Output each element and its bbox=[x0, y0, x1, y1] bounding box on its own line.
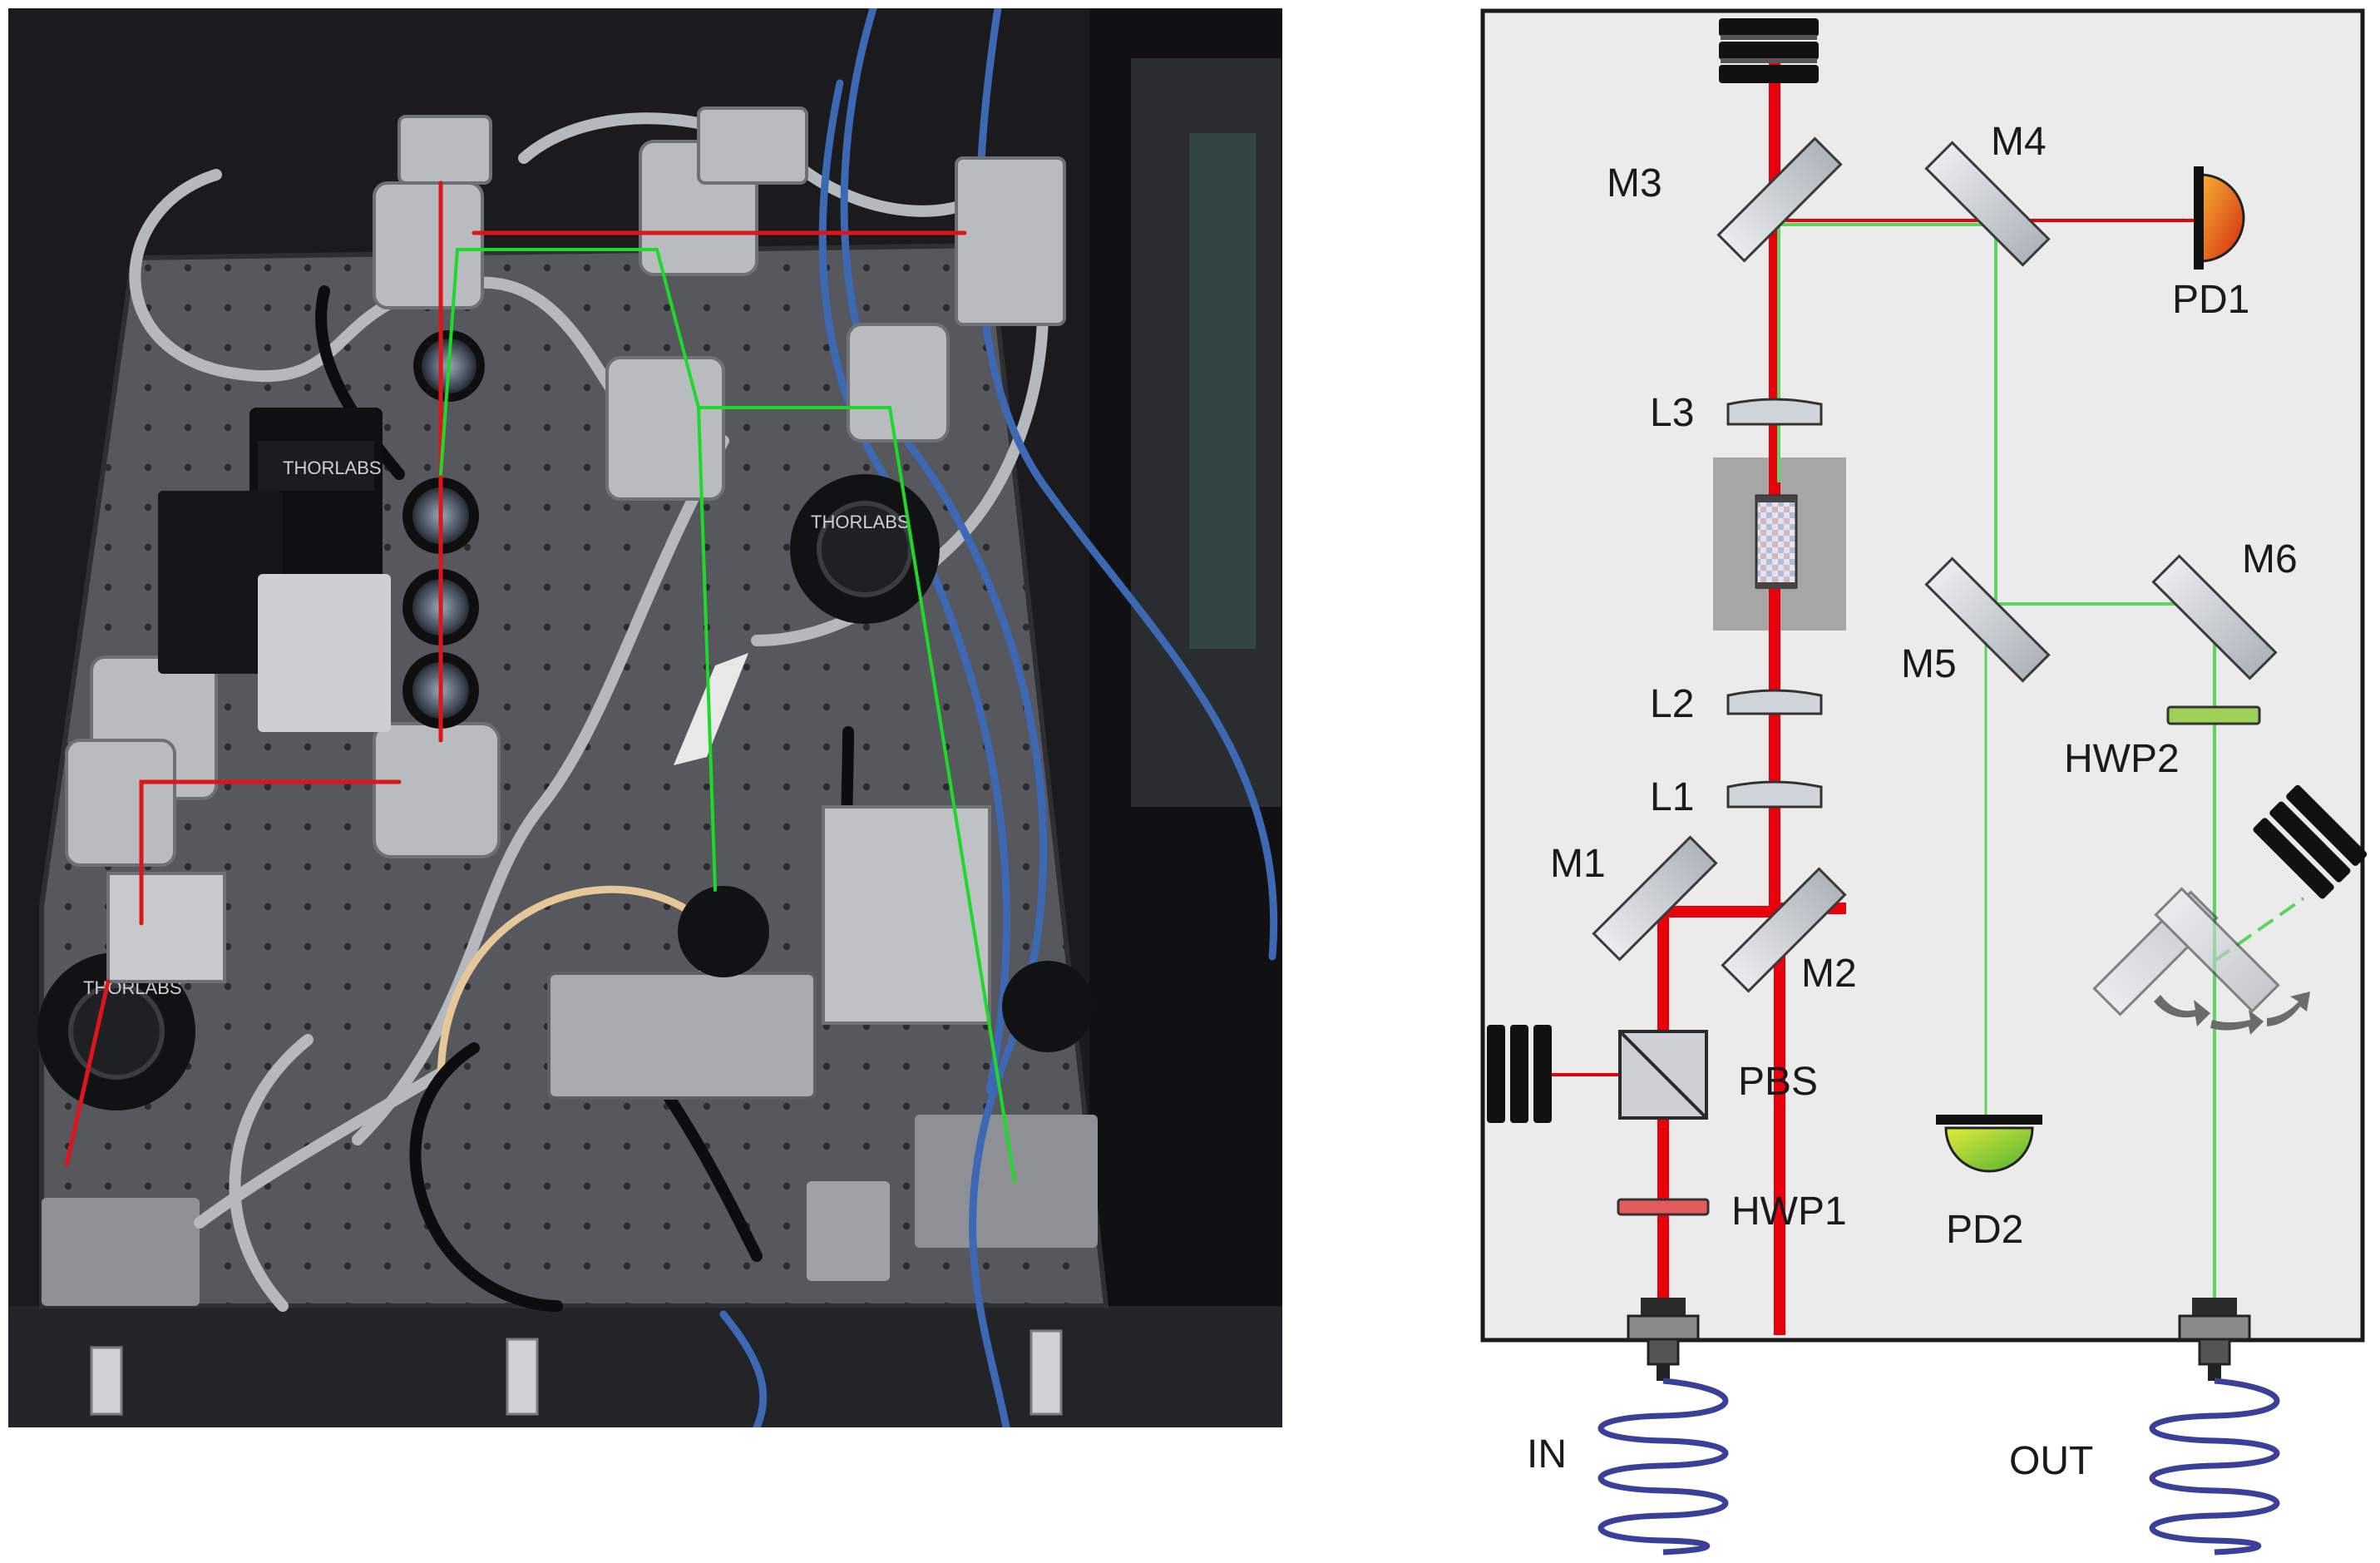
fiber-connector-in bbox=[1627, 1298, 1700, 1381]
schematic-diagram: M3 M4 PD1 L3 M6 M5 L2 HWP2 L1 M1 M2 PBS … bbox=[1480, 8, 2368, 1556]
pbs-cube bbox=[1618, 1030, 1708, 1120]
waveplate-hwp2 bbox=[2166, 705, 2261, 725]
rotation-arrow-icon bbox=[2154, 992, 2310, 1035]
photodiode-pd1 bbox=[2194, 166, 2245, 270]
label-m2: M2 bbox=[1801, 952, 1857, 996]
beam-dump-top bbox=[1719, 18, 1819, 83]
waveplate-hwp1 bbox=[1617, 1198, 1710, 1216]
mirror-m1 bbox=[1592, 835, 1718, 962]
label-m5: M5 bbox=[1901, 642, 1957, 686]
photodiode-pd2 bbox=[1936, 1115, 2042, 1173]
rotation-mount-1: THORLABS bbox=[790, 474, 940, 624]
label-pbs: PBS bbox=[1738, 1060, 1818, 1104]
label-out: OUT bbox=[2009, 1439, 2093, 1483]
label-pd2: PD2 bbox=[1946, 1208, 2023, 1252]
label-m1: M1 bbox=[1550, 842, 1606, 886]
lens-l1 bbox=[1726, 780, 1823, 809]
mirror-m3 bbox=[1716, 136, 1843, 263]
oven-box bbox=[822, 805, 991, 1025]
brand-text-1: THORLABS bbox=[811, 512, 910, 532]
beam-dump-pbs bbox=[1487, 1025, 1552, 1123]
label-l3: L3 bbox=[1650, 391, 1694, 435]
fiber-coil-out bbox=[2149, 1378, 2280, 1556]
mirror-m4 bbox=[1924, 141, 2051, 267]
setup-photo: THORLABS THORLABS THORLABS bbox=[8, 8, 1282, 1427]
flip-mirror-assembly bbox=[2092, 887, 2280, 1016]
pplin-crystal bbox=[1755, 494, 1798, 589]
lens-l3 bbox=[1726, 398, 1823, 426]
fiber-coil-in bbox=[1597, 1378, 1729, 1556]
label-in: IN bbox=[1527, 1432, 1567, 1476]
label-l1: L1 bbox=[1650, 775, 1694, 819]
label-hwp1: HWP1 bbox=[1731, 1190, 1847, 1234]
photo-beams bbox=[64, 181, 1016, 1183]
beam-dump-right bbox=[2253, 784, 2368, 899]
label-l2: L2 bbox=[1650, 682, 1694, 726]
label-m3: M3 bbox=[1607, 161, 1662, 205]
label-m6: M6 bbox=[2242, 537, 2298, 581]
label-m4: M4 bbox=[1991, 120, 2047, 164]
pbs-cube-photo bbox=[106, 872, 226, 983]
mirror-m2 bbox=[1721, 867, 1847, 993]
mirror-m6 bbox=[2151, 554, 2278, 680]
fiber-connector-out bbox=[2178, 1298, 2251, 1381]
mirror-m5 bbox=[1924, 556, 2051, 683]
label-pd1: PD1 bbox=[2172, 278, 2249, 322]
lens-l2 bbox=[1726, 689, 1823, 715]
brand-text-3: THORLABS bbox=[283, 458, 382, 478]
label-hwp2: HWP2 bbox=[2064, 737, 2180, 781]
